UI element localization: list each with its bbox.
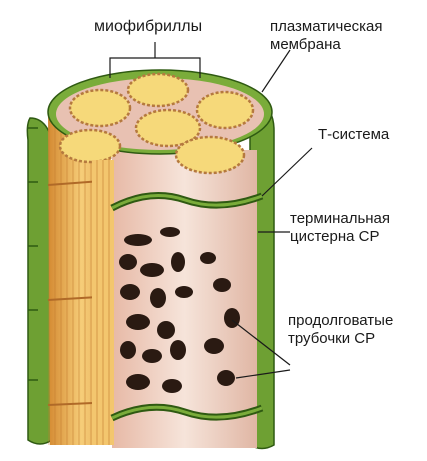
label-plasma-membrane: плазматическая мембрана bbox=[270, 18, 383, 54]
label-terminal-cistern-line2: цистерна СР bbox=[290, 228, 390, 246]
label-longitudinal-tubules-line2: трубочки СР bbox=[288, 330, 393, 348]
reticulum-hole bbox=[120, 284, 140, 300]
reticulum-hole bbox=[157, 321, 175, 339]
myofibril bbox=[70, 90, 130, 126]
reticulum-hole bbox=[126, 374, 150, 390]
reticulum-hole bbox=[160, 227, 180, 237]
leader-plasma-membrane bbox=[262, 50, 290, 92]
label-t-system: Т-система bbox=[318, 126, 389, 144]
reticulum-hole bbox=[124, 234, 152, 246]
label-plasma-membrane-line1: плазматическая bbox=[270, 18, 383, 36]
label-longitudinal-tubules: продолговатые трубочки СР bbox=[288, 312, 393, 348]
myofibril-side-strip-lines bbox=[92, 160, 114, 445]
myofibril bbox=[176, 137, 244, 173]
label-myofibrils: миофибриллы bbox=[94, 18, 202, 36]
reticulum-hole bbox=[120, 341, 136, 359]
reticulum-hole bbox=[175, 286, 193, 298]
reticulum-hole bbox=[119, 254, 137, 270]
reticulum-hole bbox=[171, 252, 185, 272]
reticulum-hole bbox=[170, 340, 186, 360]
reticulum-hole bbox=[217, 370, 235, 386]
myofibril bbox=[60, 130, 120, 162]
myofibril bbox=[197, 92, 253, 128]
label-longitudinal-tubules-line1: продолговатые bbox=[288, 312, 393, 330]
reticulum-hole bbox=[142, 349, 162, 363]
myofibril bbox=[128, 74, 188, 106]
reticulum-hole bbox=[162, 379, 182, 393]
label-plasma-membrane-line2: мембрана bbox=[270, 36, 383, 54]
reticulum-hole bbox=[150, 288, 166, 308]
reticulum-hole bbox=[213, 278, 231, 292]
label-terminal-cistern: терминальная цистерна СР bbox=[290, 210, 390, 246]
reticulum-hole bbox=[204, 338, 224, 354]
label-terminal-cistern-line1: терминальная bbox=[290, 210, 390, 228]
reticulum-hole bbox=[126, 314, 150, 330]
reticulum-hole bbox=[140, 263, 164, 277]
reticulum-hole bbox=[200, 252, 216, 264]
